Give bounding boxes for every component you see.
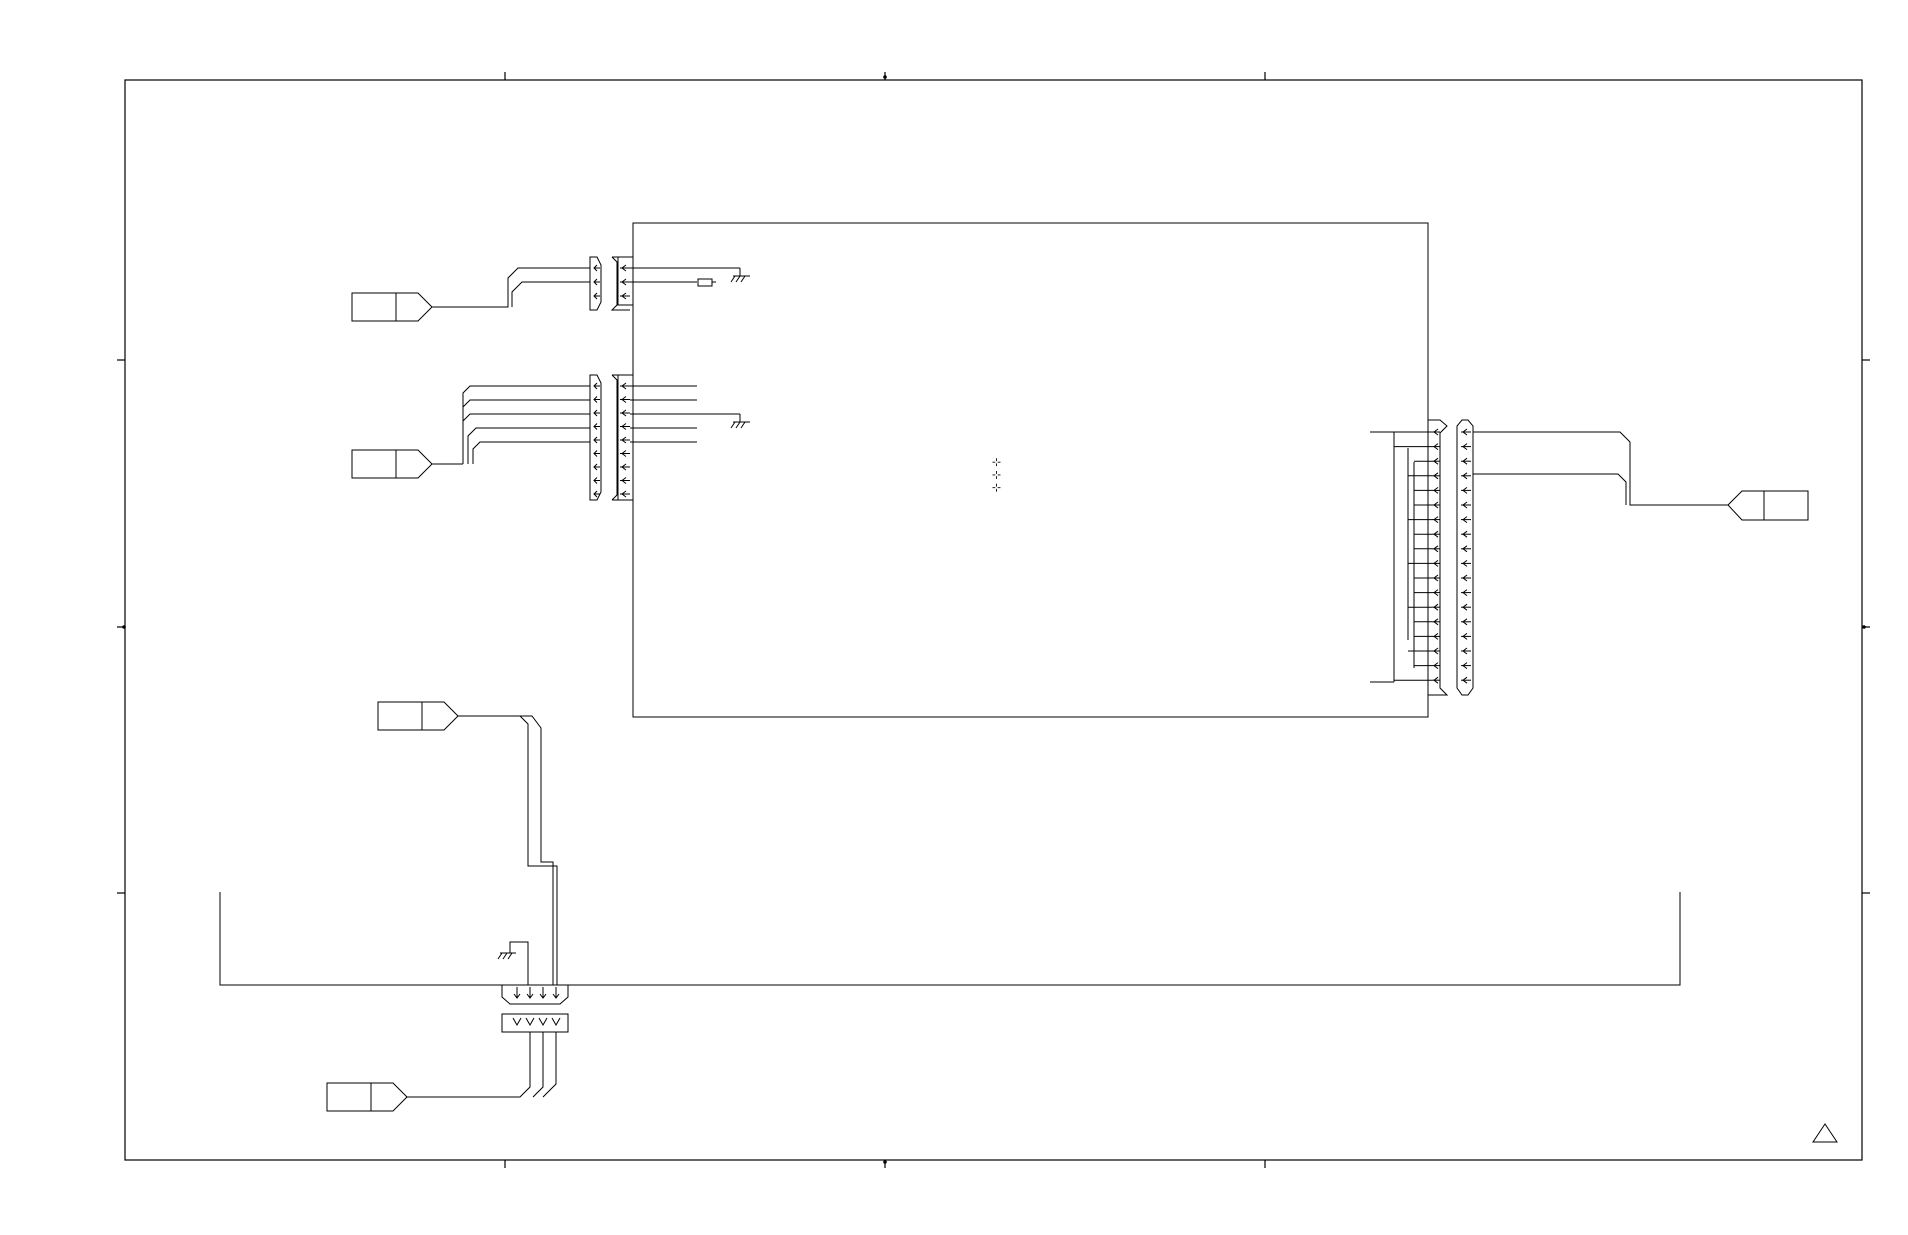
connector-pin xyxy=(1432,560,1471,567)
zone-center-dots xyxy=(122,75,1866,1164)
connector-pin xyxy=(1432,457,1471,465)
connector-pin xyxy=(1432,603,1471,611)
connector-pin xyxy=(593,477,630,484)
connector-right-pins xyxy=(1432,428,1471,684)
connector-pin xyxy=(1432,662,1471,669)
connector-pin xyxy=(1432,501,1471,509)
chassis-frame xyxy=(219,892,1681,986)
connector-pin xyxy=(593,396,630,403)
connector-pin xyxy=(1432,428,1471,436)
connector-pin xyxy=(1432,589,1471,596)
wires-lower-left xyxy=(458,715,558,985)
ground-icon xyxy=(730,421,750,429)
off-page-ref-middle-left xyxy=(351,449,433,479)
off-page-ref-right xyxy=(1727,490,1809,521)
wires-right-external xyxy=(1473,431,1728,506)
off-page-ref-bottom-left xyxy=(326,1082,408,1112)
main-board-label: ⊹ ⊹ ⊹ xyxy=(990,458,1003,493)
connector-pin xyxy=(593,463,630,471)
connector-pin xyxy=(1432,472,1471,480)
wires-right-internal xyxy=(1370,431,1432,683)
wires-left-middle-internal xyxy=(630,385,741,443)
wires-left-top-internal xyxy=(630,267,741,283)
connector-pin xyxy=(1432,676,1471,684)
connector-bottom-receptacle xyxy=(501,984,569,1005)
connector-pin xyxy=(1432,618,1471,626)
sheet-border xyxy=(124,79,1863,1161)
connector-left-middle-pins xyxy=(593,382,630,498)
fuse-icon xyxy=(697,278,713,287)
connector-pin xyxy=(1432,443,1471,451)
ground-icon xyxy=(497,941,529,985)
connector-pin xyxy=(593,490,630,498)
connector-pin xyxy=(1432,486,1471,494)
connector-pin xyxy=(593,450,630,457)
wires-left-top-external xyxy=(432,267,590,308)
connector-pin xyxy=(593,382,630,390)
connector-bottom-plug xyxy=(501,1013,569,1033)
connector-pin xyxy=(1432,574,1471,582)
connector-pin xyxy=(1432,647,1471,655)
connector-pin xyxy=(593,436,630,444)
wires-left-middle-external xyxy=(432,385,590,465)
connector-left-top-pins xyxy=(593,264,630,300)
connector-left-middle xyxy=(589,374,633,501)
off-page-ref-lower-left xyxy=(377,701,459,731)
off-page-ref-top-left xyxy=(351,292,433,322)
connector-pin xyxy=(1432,530,1471,538)
ground-icon xyxy=(730,275,750,283)
connector-right xyxy=(1427,419,1474,696)
connector-pin xyxy=(1432,633,1471,640)
warning-triangle-icon xyxy=(1812,1123,1838,1143)
zone-ticks xyxy=(117,72,1870,1168)
wires-bottom-left xyxy=(406,1032,557,1098)
connector-pin xyxy=(593,409,630,417)
connector-left-top xyxy=(589,256,634,311)
main-board xyxy=(632,222,1429,718)
connector-pin xyxy=(1432,545,1471,553)
connector-pin xyxy=(1432,516,1471,523)
connector-pin xyxy=(593,423,630,430)
